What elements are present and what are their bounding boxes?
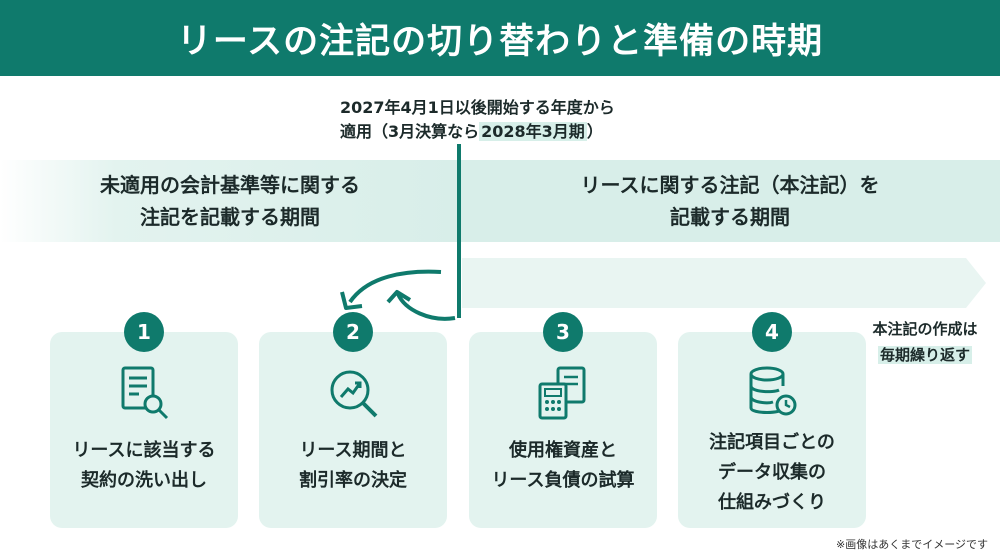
recurring-note-line1: 本注記の作成は: [872, 320, 978, 338]
step-4-line2: データ収集の: [718, 462, 826, 483]
step-number-1: 1: [124, 312, 164, 352]
step-card-3: 使用権資産と リース負債の試算: [469, 332, 657, 528]
step-3-line1: 使用権資産と: [509, 440, 617, 461]
pre-adoption-line2: 注記を記載する期間: [140, 205, 320, 229]
step-number-4: 4: [752, 312, 792, 352]
step-3-line2: リース負債の試算: [491, 470, 635, 491]
recurring-note: 本注記の作成は 毎期繰り返す: [858, 316, 992, 368]
step-number-3: 3: [543, 312, 583, 352]
step-1-line1: リースに該当する: [72, 440, 216, 461]
document-search-icon: [121, 366, 169, 420]
effective-date-line1: 2027年4月1日以後開始する年度から: [340, 98, 615, 117]
recurring-note-highlight: 毎期繰り返す: [877, 346, 972, 364]
step-4-line3: 仕組みづくり: [718, 492, 826, 513]
step-card-1: リースに該当する 契約の洗い出し: [50, 332, 238, 528]
pre-adoption-line1: 未適用の会計基準等に関する: [100, 173, 360, 197]
step-label-1: リースに該当する 契約の洗い出し: [50, 436, 238, 496]
return-arrow-curve: [396, 293, 456, 321]
lease-note-line2: 記載する期間: [670, 205, 790, 229]
recurring-note-line2: 毎期繰り返す: [858, 342, 992, 368]
step-2-line1: リース期間と: [299, 440, 407, 461]
step-label-2: リース期間と 割引率の決定: [259, 436, 447, 496]
effective-date-suffix: ）: [586, 122, 603, 141]
chart-magnifier-icon: [330, 370, 378, 418]
step-2-line2: 割引率の決定: [299, 470, 407, 491]
image-disclaimer: ※画像はあくまでイメージです: [836, 538, 988, 551]
step-4-line1: 注記項目ごとの: [709, 432, 835, 453]
page-title: リースの注記の切り替わりと準備の時期: [0, 0, 1000, 76]
calculator-document-icon: [538, 366, 586, 420]
step-card-4: 注記項目ごとの データ収集の 仕組みづくり: [678, 332, 866, 528]
effective-date-prefix: 適用（3月決算なら: [340, 122, 480, 141]
pre-adoption-period-band: 未適用の会計基準等に関する 注記を記載する期間: [0, 160, 460, 242]
step-1-line2: 契約の洗い出し: [81, 470, 207, 491]
step-label-4: 注記項目ごとの データ収集の 仕組みづくり: [678, 428, 866, 518]
lease-note-line1: リースに関する注記（本注記）を: [580, 173, 880, 197]
back-arrow-curve: [348, 269, 442, 304]
return-arrow-head: [386, 290, 412, 304]
lease-note-period-band: リースに関する注記（本注記）を 記載する期間: [460, 160, 1000, 242]
effective-date-highlight: 2028年3月期: [479, 122, 587, 141]
step-card-2: リース期間と 割引率の決定: [259, 332, 447, 528]
step-number-2: 2: [333, 312, 373, 352]
step-label-3: 使用権資産と リース負債の試算: [469, 436, 657, 496]
adoption-divider-line: [457, 144, 461, 318]
database-sync-icon: [749, 366, 797, 416]
future-timeline-arrow: [462, 258, 986, 308]
back-arrow-head: [340, 291, 363, 310]
